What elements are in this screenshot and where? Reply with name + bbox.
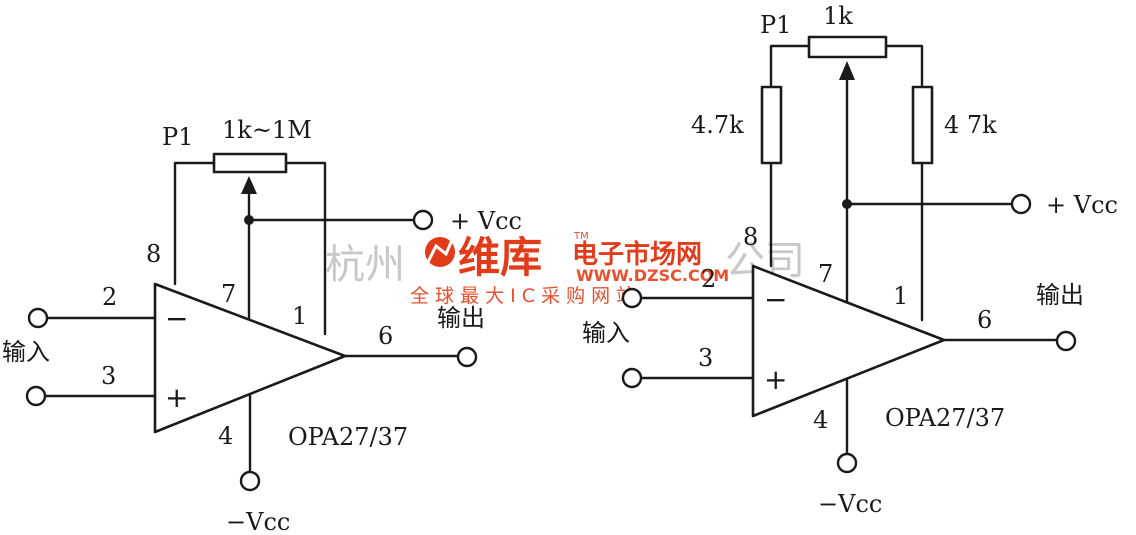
left-terminal-input-minus [27,307,49,329]
watermark-brand: 维库 [458,233,542,282]
left-opamp [153,282,347,434]
left-pot-value: 1k~1M [222,116,312,144]
right-output-label: 输出 [1036,281,1084,309]
right-terminal-vcc-neg [836,452,858,474]
left-circuit: P1 1k~1M 8 2 3 7 1 6 4 − + + Vcc −Vcc 输入… [2,116,522,535]
left-terminal-vcc-neg [239,470,261,492]
left-pin-8: 8 [146,240,161,268]
right-pin-3: 3 [698,344,713,372]
right-pin-2: 2 [701,265,716,293]
right-chip-label: OPA27/37 [885,404,1005,432]
watermark-tm: TM [573,231,589,242]
watermark-slogan: 全 球 最 大 I C 采 购 网 站 [410,285,635,307]
right-resistor-left [760,85,783,165]
left-terminal-input-plus [25,385,47,407]
watermark: 杭州 公司 维库 电子市场网 TM WWW.DZSC.COM 全 球 最 大 I… [325,231,805,307]
right-res-left-value: 4.7k [691,111,744,139]
right-wiper-arrow-icon [839,61,855,80]
left-pot-label: P1 [162,123,193,151]
right-potentiometer [807,35,888,59]
left-pin-1: 1 [292,302,307,330]
right-resistor-right [911,85,934,165]
right-res-right-value: 4 7k [944,111,997,139]
left-potentiometer [212,152,288,174]
right-pin-6: 6 [977,306,992,334]
right-minus-sign: − [764,283,787,316]
right-wire-pot-left [769,44,811,89]
left-wire-pin1 [284,161,327,336]
right-pin-4: 4 [813,406,828,434]
left-pin-6: 6 [378,322,393,350]
left-pin-4: 4 [218,422,233,450]
left-pin-3: 3 [101,362,116,390]
watermark-site-cn: 电子市场网 [572,239,702,270]
right-terminal-vcc-pos [1010,193,1032,215]
right-pot-label: P1 [760,11,791,39]
watermark-site-url: WWW.DZSC.COM [576,266,729,285]
left-input-label: 输入 [2,338,50,366]
right-vcc-pos-label: + Vcc [1046,191,1118,219]
left-wire-pin8 [173,161,216,286]
right-opamp [751,264,946,418]
left-chip-label: OPA27/37 [288,423,408,451]
left-vcc-pos-label: + Vcc [450,207,522,235]
right-circuit: P1 1k 4.7k 4 7k 8 2 3 7 1 6 4 − + + Vcc … [582,2,1118,518]
right-terminal-output [1055,330,1077,352]
right-pin-8: 8 [743,223,758,251]
left-pin-7: 7 [221,280,236,308]
right-pot-value: 1k [823,2,853,30]
right-pin-7: 7 [818,260,833,288]
logo-mark-icon [425,237,455,267]
right-pin-1: 1 [893,282,908,310]
left-minus-sign: − [165,302,188,335]
right-junction-dot [842,199,852,209]
right-terminal-input-plus [621,367,643,389]
left-junction-dot [244,215,254,225]
left-output-label: 输出 [437,304,485,332]
left-wiper-arrow-icon [241,176,257,194]
right-vcc-neg-label: −Vcc [818,490,882,518]
left-terminal-vcc-pos [412,209,434,231]
left-terminal-output [456,346,478,368]
right-plus-sign: + [764,363,787,396]
left-vcc-neg-label: −Vcc [226,508,290,535]
right-wire-pot-right [884,44,924,89]
left-plus-sign: + [165,381,188,414]
left-pin-2: 2 [102,283,117,311]
right-terminal-input-minus [621,287,643,309]
watermark-company-left: 杭州 [325,242,405,288]
right-input-label: 输入 [582,319,630,347]
